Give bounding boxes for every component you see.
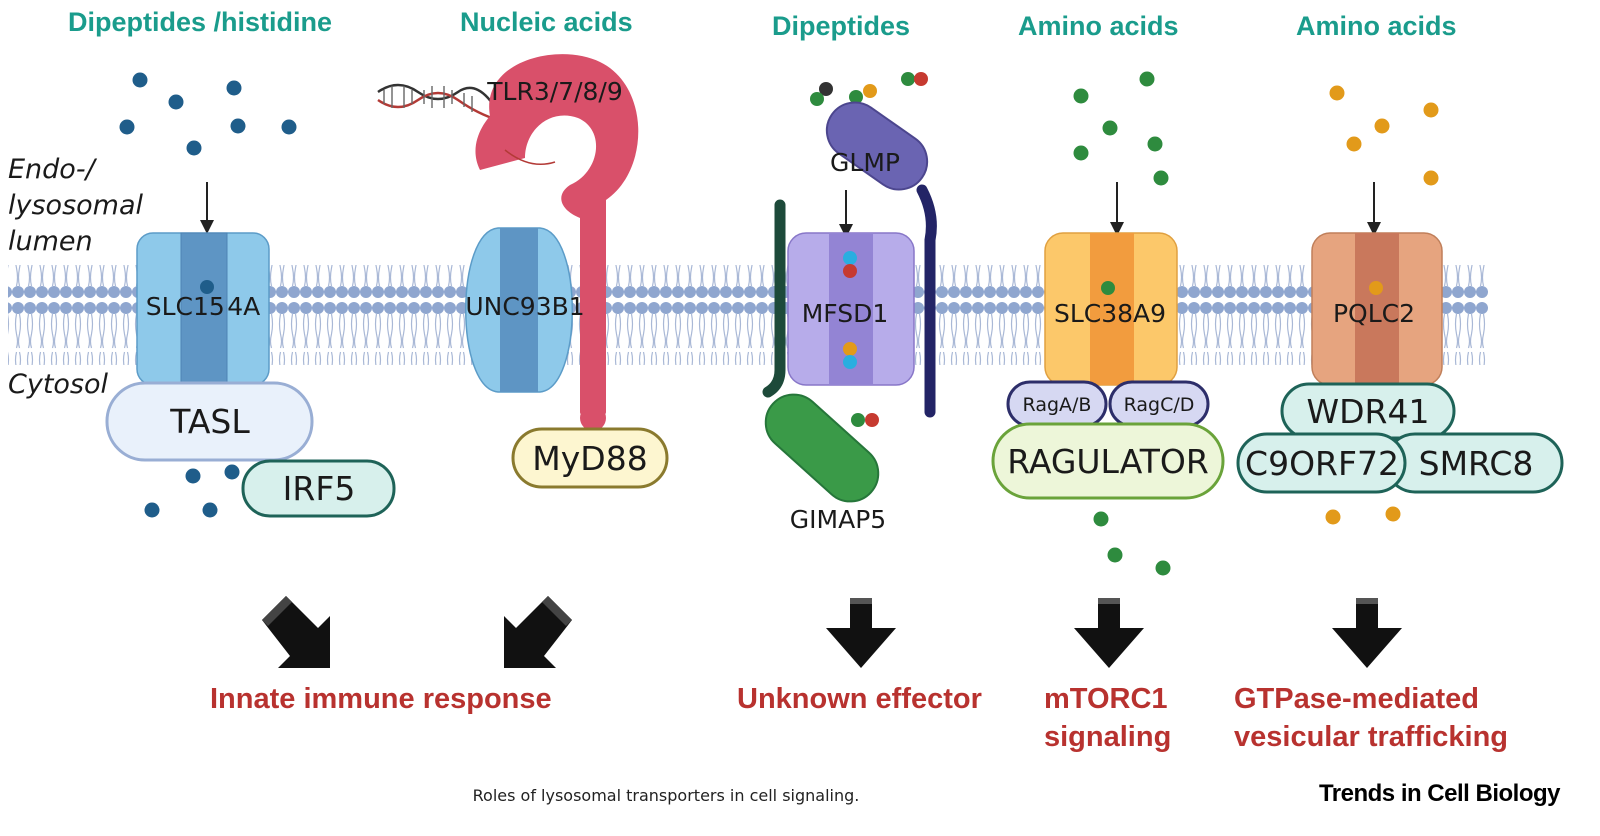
tlr-receptor <box>475 54 639 431</box>
pqlc2-label: PQLC2 <box>1333 299 1415 328</box>
transport-arrow-3 <box>839 190 853 238</box>
gimap5-protein <box>764 393 880 503</box>
mfsd1-transporter <box>787 232 915 386</box>
tasl-label: TASL <box>169 402 250 441</box>
glmp-label: GLMP <box>830 148 900 177</box>
cytosol-label: Cytosol <box>8 369 109 400</box>
dipeptide-pairs-lumen <box>810 72 928 106</box>
dna-helix-icon <box>377 83 500 122</box>
raga-b-label: RagA/B <box>1023 394 1092 416</box>
transport-arrow-5 <box>1367 182 1381 236</box>
lumen-label-line1: Endo-/ <box>8 154 98 185</box>
smcr8-label: SMRC8 <box>1419 444 1534 483</box>
header-dipeptides: Dipeptides <box>772 11 910 41</box>
lumen-label-line2: lysosomal <box>8 190 143 221</box>
gimap5-label: GIMAP5 <box>790 505 886 534</box>
tlr-label: TLR3/7/8/9 <box>486 77 622 106</box>
amino-acids-cytosol-2 <box>1325 506 1401 525</box>
figure-caption: Roles of lysosomal transporters in cell … <box>473 786 860 805</box>
c9orf72-label: C9ORF72 <box>1245 444 1399 483</box>
irf5-box <box>241 459 396 518</box>
c9orf72-box <box>1236 432 1407 494</box>
tasl-box <box>105 381 314 462</box>
transport-arrow-4 <box>1110 182 1124 236</box>
myd88-label: MyD88 <box>532 439 647 478</box>
dipeptide-molecules-cytosol <box>144 464 240 518</box>
header-nucleic-acids: Nucleic acids <box>460 7 633 37</box>
mfsd1-label: MFSD1 <box>802 299 889 328</box>
ragc-d-label: RagC/D <box>1124 394 1195 416</box>
slc38a9-label: SLC38A9 <box>1054 299 1166 328</box>
unc93b1-label: UNC93B1 <box>465 292 584 321</box>
down-left-arrow-icon <box>504 596 572 668</box>
journal-brand: Trends in Cell Biology <box>1319 780 1561 807</box>
ragulator-label: RAGULATOR <box>1007 442 1209 481</box>
unc93b1-transporter <box>465 227 573 393</box>
slc38a9-transporter <box>1044 232 1178 386</box>
outcome-gtpase-line2: vesicular trafficking <box>1234 721 1508 753</box>
header-amino-acids-1: Amino acids <box>1018 11 1179 41</box>
amino-acids-lumen-2 <box>1329 85 1439 186</box>
wdr41-label: WDR41 <box>1307 392 1430 431</box>
outcome-mtorc1-line2: signaling <box>1044 721 1171 753</box>
transport-arrow-1 <box>200 182 214 234</box>
dipeptide-molecules-lumen <box>119 72 297 156</box>
amino-acids-lumen-1 <box>1073 71 1169 186</box>
dipeptide-pair-cytosol <box>851 413 879 427</box>
slc15a4-label: SLC15 4A <box>146 292 261 321</box>
irf5-label: IRF5 <box>283 469 356 508</box>
outcome-unknown-effector: Unknown effector <box>737 683 982 715</box>
myd88-box <box>511 427 669 489</box>
header-dipeptides-histidine: Dipeptides /histidine <box>68 7 332 37</box>
lumen-label-line3: lumen <box>8 226 93 257</box>
outcome-innate-immune: Innate immune response <box>210 683 552 715</box>
down-arrow-icon-3 <box>826 598 896 668</box>
amino-acids-cytosol-1 <box>1093 511 1171 576</box>
glmp-protein <box>825 101 937 418</box>
ragulator-box <box>991 422 1225 500</box>
header-amino-acids-2: Amino acids <box>1296 11 1457 41</box>
down-arrow-icon-4 <box>1074 598 1144 668</box>
down-arrow-icon-5 <box>1332 598 1402 668</box>
outcome-mtorc1-line1: mTORC1 <box>1044 683 1168 715</box>
gimap5-anchor <box>762 199 786 398</box>
outcome-gtpase-line1: GTPase-mediated <box>1234 683 1479 715</box>
down-right-arrow-icon <box>262 596 330 668</box>
